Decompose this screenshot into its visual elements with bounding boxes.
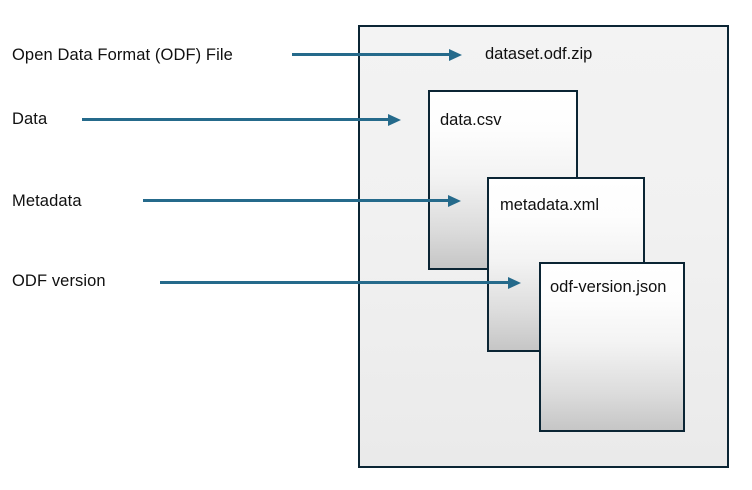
arrow-to-metadata-xml [143,194,461,207]
dataset-zip-label: dataset.odf.zip [485,45,593,63]
arrow-to-odf-version-json [160,276,521,289]
arrow-head-icon [448,194,461,207]
arrow-to-dataset-zip [292,48,462,61]
arrow-shaft [143,199,449,202]
label-data: Data [12,110,48,128]
arrow-to-data-csv [82,113,401,126]
file-label-odf-version-json: odf-version.json [550,278,667,296]
arrow-shaft [292,53,450,56]
label-metadata: Metadata [12,192,82,210]
label-odf-version: ODF version [12,272,106,290]
arrow-head-icon [388,113,401,126]
arrow-head-icon [449,48,462,61]
file-label-metadata-xml: metadata.xml [500,196,600,214]
arrow-shaft [82,118,389,121]
label-open-data-format-file: Open Data Format (ODF) File [12,46,233,64]
arrow-shaft [160,281,509,284]
arrow-head-icon [508,276,521,289]
file-label-data-csv: data.csv [440,111,502,129]
file-box-odf-version-json [539,262,685,432]
